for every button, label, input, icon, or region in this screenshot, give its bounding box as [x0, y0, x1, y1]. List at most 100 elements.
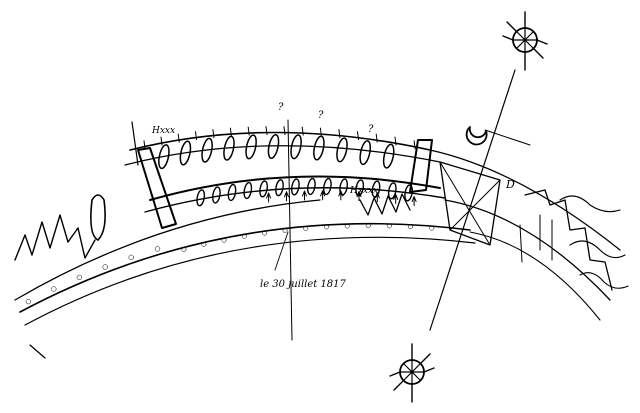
- right-arc-2: [444, 199, 611, 301]
- arrow-mark: [266, 192, 272, 203]
- question-mark-2: ?: [318, 110, 324, 121]
- right-terrain-2: [559, 195, 621, 213]
- arc-dot: [408, 224, 413, 230]
- arc-dot: [241, 233, 247, 239]
- lower-loop: [322, 177, 332, 196]
- left-tick: [131, 121, 139, 166]
- upper-loop: [267, 133, 280, 160]
- right-tower-diag: [439, 161, 501, 246]
- band-tick: [177, 133, 180, 143]
- right-axis: [429, 69, 516, 331]
- caption-leader: [274, 231, 289, 271]
- outer-arc-top-2: [124, 145, 441, 166]
- question-mark-3: ?: [368, 124, 374, 135]
- arrow-mark: [284, 191, 289, 202]
- right-arc-1: [429, 149, 621, 251]
- band-tick: [160, 136, 163, 146]
- left-tall-shape: [90, 194, 106, 241]
- moon-icon: [465, 126, 488, 146]
- arc-dot: [181, 246, 187, 252]
- lower-loop: [196, 189, 206, 207]
- band-tick: [283, 126, 286, 136]
- lower-loop: [259, 180, 269, 198]
- lower-loop: [371, 180, 381, 198]
- arrow-mark: [302, 190, 307, 201]
- sun-icon-bottom: [389, 343, 435, 403]
- arrow-mark: [374, 192, 380, 203]
- right-terrain-1: [524, 189, 613, 291]
- band-tick: [394, 136, 397, 146]
- left-arc-dot: [128, 254, 134, 261]
- left-arc-dot: [25, 298, 32, 305]
- band-tick: [413, 140, 416, 150]
- center-axis: [287, 119, 293, 341]
- lower-loop: [355, 179, 365, 197]
- arc-dot: [303, 225, 309, 231]
- band-tick: [247, 126, 250, 136]
- right-terrain-5: [519, 214, 553, 263]
- band-tick: [212, 129, 215, 139]
- arc-dot: [221, 237, 227, 243]
- upper-loop: [313, 135, 325, 161]
- left-pointer: [29, 344, 46, 359]
- arc-dot: [201, 241, 207, 247]
- left-arc-dot: [102, 264, 108, 270]
- caption: le 30 juillet 1817: [260, 279, 347, 290]
- arc-dot: [282, 228, 288, 233]
- band-tick: [301, 126, 304, 136]
- lower-arc-2: [24, 236, 476, 326]
- band-tick: [357, 131, 359, 141]
- upper-loop: [179, 140, 192, 166]
- lower-arc-1: [19, 222, 471, 313]
- upper-loop: [382, 143, 395, 169]
- left-arc-dot: [76, 274, 83, 281]
- right-rule: [484, 129, 531, 146]
- question-mark-1: ?: [278, 102, 284, 113]
- left-terrain: [14, 214, 96, 261]
- outer-arc-top: [129, 131, 431, 151]
- sketch-marks: [25, 126, 435, 305]
- base-arc: [14, 199, 321, 301]
- sketch-base: [14, 69, 629, 359]
- label-top-left: Hxxx: [151, 126, 175, 136]
- zigzag: [359, 193, 411, 216]
- arc-dot: [262, 230, 268, 236]
- lower-loop: [290, 178, 300, 196]
- sun-icon-top: [502, 11, 548, 71]
- lower-loop: [306, 177, 316, 196]
- upper-loop: [336, 137, 348, 163]
- arrow-mark: [320, 190, 326, 201]
- arc-dot: [344, 223, 350, 229]
- right-terrain-4: [579, 272, 629, 289]
- upper-loop: [158, 144, 170, 170]
- right-marker: D: [505, 178, 515, 191]
- lower-loop: [227, 183, 237, 202]
- lower-loop: [387, 182, 397, 200]
- band-tick: [195, 131, 197, 141]
- arc-dot: [323, 224, 329, 230]
- label-center: Hxxxx: [349, 186, 378, 196]
- lower-loop: [404, 184, 414, 202]
- right-tower: [409, 139, 433, 193]
- lower-loop: [243, 181, 253, 200]
- arrow-mark: [356, 191, 362, 202]
- lower-loop: [211, 186, 221, 204]
- upper-loop: [201, 137, 213, 163]
- left-post: [137, 147, 177, 229]
- left-arc-dot: [51, 286, 57, 292]
- band-tick: [229, 127, 232, 137]
- upper-loop: [245, 134, 257, 160]
- right-terrain-3: [569, 240, 626, 259]
- arrow-mark: [411, 196, 417, 206]
- arc-dot: [365, 223, 371, 229]
- arc-dot: [429, 225, 435, 231]
- arrow-mark: [393, 193, 399, 204]
- lower-loop: [275, 179, 284, 197]
- inner-arc-1: [149, 175, 441, 201]
- upper-loop: [359, 140, 372, 166]
- band-tick: [375, 133, 378, 143]
- left-arc-dot: [154, 246, 161, 252]
- arrow-mark: [338, 190, 344, 201]
- right-arc-3: [469, 231, 601, 321]
- arc-dot: [386, 223, 392, 229]
